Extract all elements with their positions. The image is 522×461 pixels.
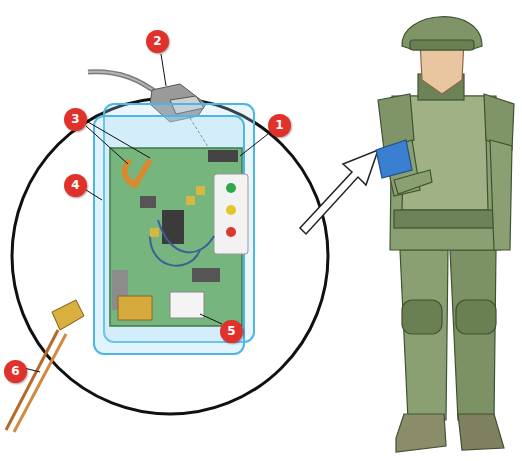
serial-cable [88, 72, 160, 95]
callout-number: 2 [146, 30, 169, 53]
magnifier-circle [12, 98, 328, 414]
housing-box [94, 104, 254, 354]
callout-number: 1 [268, 114, 291, 137]
pointer-arrow [300, 150, 378, 234]
callout-number: 4 [64, 174, 87, 197]
cable-highlight [88, 72, 160, 95]
ribbon-cable [125, 160, 150, 185]
callout-number: 3 [64, 108, 87, 131]
leader-lines [24, 54, 268, 372]
callout-number: 6 [4, 360, 27, 383]
callout-number: 5 [220, 320, 243, 343]
circuit-board [110, 148, 248, 326]
soldier-figure [376, 17, 514, 452]
